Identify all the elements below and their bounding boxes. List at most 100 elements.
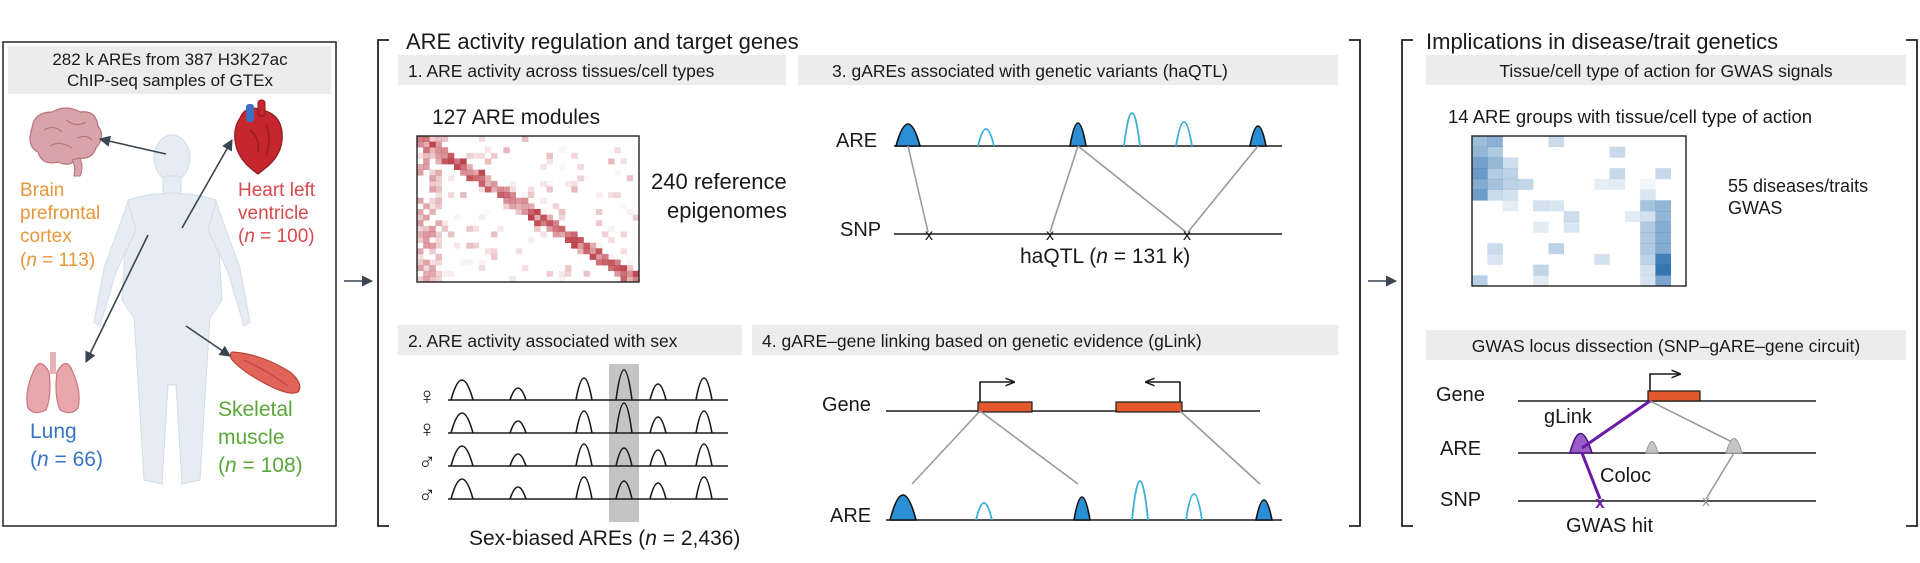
heatmap-cell: [417, 136, 424, 142]
heatmap-cell: [1640, 253, 1656, 265]
heatmap-cell: [534, 225, 541, 232]
heatmap-cell: [1502, 178, 1519, 190]
heatmap-cell: [540, 209, 547, 215]
heatmap-cell: [466, 175, 473, 182]
heatmap-cell: [1655, 211, 1672, 223]
heatmap-cell: [620, 265, 627, 272]
heatmap-cell: [435, 259, 442, 266]
heatmap-cell: [577, 175, 584, 182]
heatmap-cell: [429, 276, 436, 283]
heatmap-cell: [1487, 178, 1503, 190]
heatmap-cell: [571, 237, 578, 243]
heatmap-cell: [1640, 275, 1656, 287]
heatmap-cell: [521, 192, 529, 199]
heatmap-cell: [602, 231, 609, 238]
heatmap-cell: [478, 180, 486, 187]
heatmap-cell: [435, 169, 442, 176]
heatmap-cell: [608, 158, 615, 165]
heatmap-cell: [571, 242, 578, 249]
heatmap-cell: [1472, 189, 1488, 201]
are-module-heatmap: [417, 136, 640, 283]
male-symbol: ♂: [418, 482, 436, 509]
heatmap-cell: [441, 158, 449, 165]
heatmap-cell: [447, 152, 455, 159]
heatmap-cell: [608, 192, 615, 199]
heatmap-cell: [565, 231, 572, 238]
heatmap-cell: [447, 192, 455, 199]
right-panel2-are-label: ARE: [1440, 438, 1481, 460]
heatmap-cell: [509, 192, 516, 199]
heatmap-cell: [1472, 275, 1488, 287]
heatmap-cell: [521, 209, 529, 215]
heatmap-cell: [454, 164, 461, 170]
heatmap-cell: [1640, 211, 1656, 223]
heatmap-cell: [503, 203, 510, 210]
right-gray-peak-1: [1645, 441, 1659, 454]
heatmap-cell: [484, 180, 492, 187]
heatmap-cell: [503, 197, 510, 204]
heatmap-cell: [546, 180, 553, 187]
heatmap-cell: [423, 141, 430, 148]
sex-track-peak: [575, 377, 593, 401]
heatmap-cell: [1533, 264, 1549, 276]
heatmap-cell: [540, 214, 547, 221]
heatmap-cell: [417, 276, 424, 283]
heatmap-cell: [1655, 168, 1672, 180]
panel1-header: 1. ARE activity across tissues/cell type…: [408, 61, 715, 81]
heatmap-cell: [577, 242, 584, 249]
sex-biased-highlight: [609, 364, 639, 522]
heatmap-cell: [435, 175, 442, 182]
heatmap-cell: [485, 209, 491, 215]
heatmap-cell: [595, 220, 603, 227]
svg-text:muscle: muscle: [218, 426, 285, 449]
heatmap-cell: [1563, 211, 1580, 223]
sex-track-peak: [509, 420, 527, 434]
heatmap-cell: [595, 248, 603, 255]
svg-text:x: x: [1046, 227, 1054, 244]
sex-track-peak: [695, 410, 713, 434]
heatmap-cell: [484, 147, 492, 154]
heatmap-cell: [614, 265, 621, 272]
glink-label: gLink: [1544, 406, 1593, 428]
svg-text:ventricle: ventricle: [238, 203, 309, 224]
heatmap-cell: [460, 192, 467, 199]
right-panel1-header-box: [1426, 55, 1906, 85]
heatmap-cell: [435, 242, 442, 249]
heatmap-cell: [435, 186, 442, 193]
heatmap-cell: [1487, 253, 1503, 265]
arrow-to-heart: [181, 139, 233, 229]
muscle-label: Skeletal muscle (n = 108): [218, 398, 303, 477]
heatmap-cell: [491, 180, 498, 187]
heatmap-cell: [478, 214, 486, 221]
heatmap-cell: [441, 136, 449, 142]
heatmap-cell: [540, 197, 547, 204]
panel2-header-box: [398, 325, 742, 355]
heatmap-cell: [435, 141, 442, 148]
heatmap-cell: [620, 158, 627, 165]
lungs-icon: [26, 352, 80, 414]
heatmap-cell: [552, 220, 560, 227]
heart-icon: [234, 99, 283, 175]
coloc-line: [1580, 452, 1602, 500]
heatmap-cell: [423, 164, 430, 170]
heatmap-cell: [608, 237, 615, 243]
heatmap-cell: [503, 186, 510, 193]
heatmap-cell: [589, 248, 597, 255]
heatmap-cell: [595, 242, 603, 249]
right-panel1-side-line2: GWAS: [1728, 198, 1782, 218]
heatmap-cell: [534, 209, 541, 215]
panel3-snp-markers: x x x: [925, 227, 1191, 244]
right-gray-peak-2: [1725, 438, 1743, 454]
sex-track-peak: [450, 379, 474, 401]
heatmap-cell: [417, 209, 424, 215]
heatmap-cell: [528, 214, 535, 221]
heatmap-cell: [614, 192, 621, 199]
right-gene-box: [1647, 390, 1701, 402]
heatmap-cell: [589, 242, 597, 249]
heatmap-cell: [423, 276, 430, 283]
heatmap-cell: [417, 169, 424, 176]
left-panel: 282 k AREs from 387 H3K27ac ChIP-seq sam…: [2, 41, 337, 527]
arrow-to-brain: [98, 135, 167, 155]
heatmap-cell: [435, 158, 442, 165]
svg-text:prefrontal: prefrontal: [20, 203, 100, 224]
